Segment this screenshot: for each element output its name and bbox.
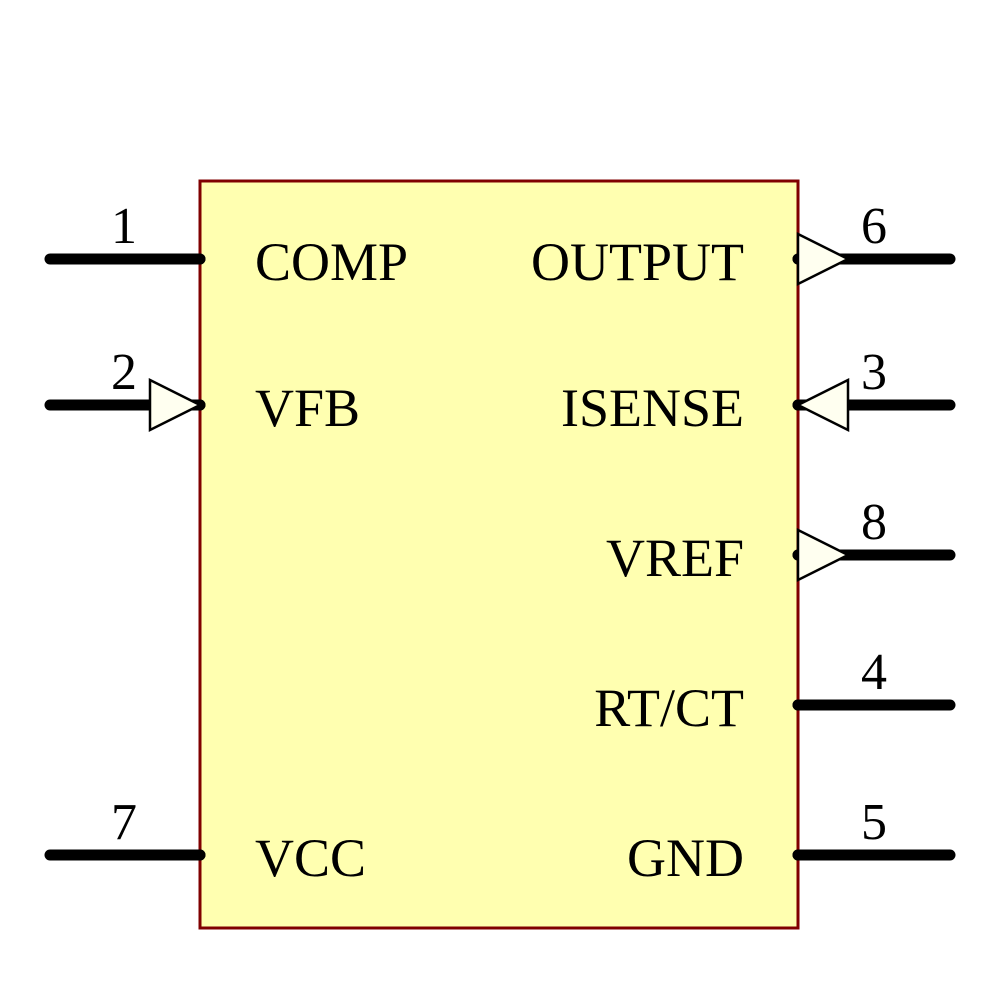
pin-number-6: 6 (861, 198, 887, 255)
pin-junction-dot-7 (194, 849, 206, 861)
pin-junction-dot-5 (792, 849, 804, 861)
pin-label-vfb: VFB (255, 378, 360, 438)
pin-number-1: 1 (111, 198, 137, 255)
pin-number-5: 5 (861, 794, 887, 851)
pin-junction-dot-1 (194, 253, 206, 265)
pin-label-output: OUTPUT (531, 232, 744, 292)
pin-label-gnd: GND (627, 828, 744, 888)
pin-number-8: 8 (861, 494, 887, 551)
pin-arrow-input-right-2 (148, 377, 203, 433)
pin-junction-dot-4 (792, 699, 804, 711)
pin-label-vcc: VCC (255, 828, 366, 888)
pin-number-4: 4 (861, 644, 887, 701)
pin-number-2: 2 (111, 344, 137, 401)
pin-number-3: 3 (861, 344, 887, 401)
pin-4-rt-ct[interactable]: 4RT/CT (594, 644, 956, 738)
pin-label-vref: VREF (606, 528, 744, 588)
pin-arrow-input-left-3 (795, 377, 850, 433)
pin-label-isense: ISENSE (561, 378, 744, 438)
pin-label-rt-ct: RT/CT (594, 678, 744, 738)
ic-body-rectangle[interactable] (198, 179, 800, 930)
pin-label-comp: COMP (255, 232, 408, 292)
pin-number-7: 7 (111, 794, 137, 851)
pin-arrow-output-right-8 (796, 527, 851, 583)
pin-arrow-output-right-6 (796, 231, 851, 287)
